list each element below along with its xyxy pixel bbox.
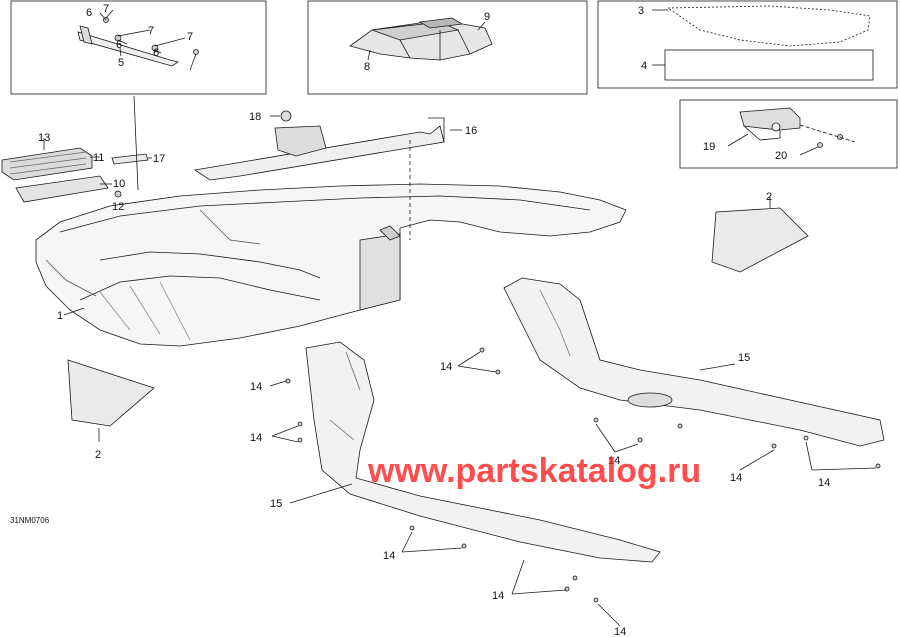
part-underpan-right (457, 277, 885, 471)
callout-14: 14 (818, 477, 830, 489)
callout-3: 3 (638, 5, 644, 17)
part-shield-right (711, 196, 809, 273)
callout-14: 14 (608, 455, 620, 467)
callout-14: 14 (250, 381, 262, 393)
callout-2: 2 (766, 191, 772, 203)
part-cap (270, 110, 292, 122)
callout-6: 6 (86, 7, 92, 19)
callout-5: 5 (118, 57, 124, 69)
callout-13: 13 (38, 132, 50, 144)
part-pad (15, 175, 112, 203)
callout-11: 11 (93, 152, 104, 164)
callout-19: 19 (703, 141, 715, 153)
callout-14: 14 (730, 472, 742, 484)
callout-18: 18 (249, 111, 261, 123)
callout-16: 16 (465, 125, 477, 137)
callout-14: 14 (492, 590, 504, 602)
callout-20: 20 (775, 150, 787, 162)
callout-4: 4 (641, 60, 647, 72)
callout-2: 2 (95, 449, 101, 461)
callout-9: 9 (484, 11, 490, 23)
inset-cover (307, 0, 588, 95)
part-clip-17 (111, 153, 152, 165)
callout-14: 14 (383, 550, 395, 562)
callout-7: 7 (187, 31, 193, 43)
part-shield-left (67, 359, 155, 442)
callout-12: 12 (112, 201, 124, 213)
diagram-code: 31NM0706 (10, 516, 50, 525)
callout-8: 8 (364, 61, 370, 73)
callout-15: 15 (738, 352, 750, 364)
callout-7: 7 (103, 3, 109, 15)
callout-17: 17 (153, 153, 165, 165)
inset-panel-clips (10, 0, 267, 95)
part-foam-strip (1, 138, 100, 181)
callout-labels: 7 6 7 6 7 6 5 9 8 3 4 19 20 18 16 13 11 … (38, 3, 830, 637)
callout-14: 14 (614, 626, 626, 637)
part-screw-12 (114, 190, 122, 198)
callout-15: 15 (270, 498, 282, 510)
part-main-panel (35, 183, 627, 347)
callout-6: 6 (116, 39, 122, 51)
watermark: www.partskatalog.ru (367, 452, 701, 490)
inset-pad (597, 0, 898, 89)
callout-6: 6 (153, 47, 159, 59)
leader-line (133, 95, 139, 191)
callout-1: 1 (57, 310, 63, 322)
inset-bracket (679, 99, 898, 169)
callout-14: 14 (440, 361, 452, 373)
callout-14: 14 (250, 432, 262, 444)
part-rail (193, 117, 462, 240)
callout-10: 10 (113, 178, 125, 190)
part-underpan-left (269, 341, 661, 627)
callout-7: 7 (148, 25, 154, 37)
